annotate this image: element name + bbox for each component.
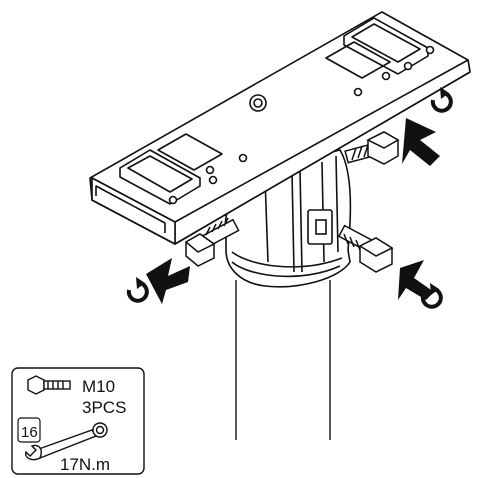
mounting-plate (89, 11, 471, 245)
bolt-right-upper (344, 131, 400, 165)
torque-label: 17N.m (60, 455, 110, 474)
wrench-size-label: 16 (21, 424, 38, 441)
bolt-left (184, 217, 240, 267)
wrench-icon (25, 422, 108, 461)
pole (235, 280, 331, 440)
hardware-callout-box: M10 3PCS 16 17N.m (11, 367, 145, 475)
bolt-icon (27, 375, 71, 395)
bolt-size-label: M10 (82, 377, 115, 396)
arrow-icon (146, 118, 440, 304)
bolt-right-lower (337, 224, 394, 273)
bolt-quantity-label: 3PCS (82, 398, 126, 417)
wrench-size-badge (17, 417, 41, 443)
